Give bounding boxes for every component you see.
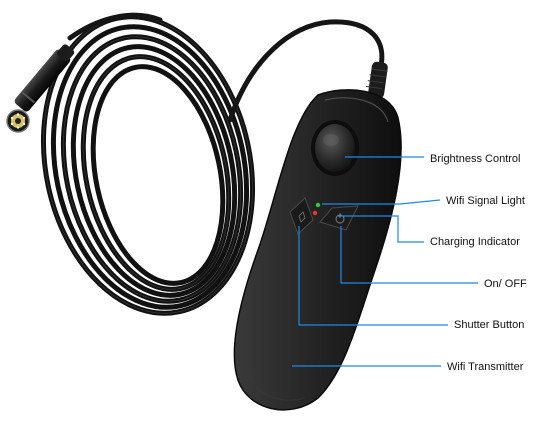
callout-shutter	[298, 226, 448, 326]
label-on-off: On/ OFF	[484, 278, 527, 290]
charging-led	[312, 210, 318, 216]
camera-lens	[6, 109, 30, 133]
camera-cable	[67, 12, 163, 41]
callout-charging	[338, 215, 424, 243]
callout-lines	[292, 156, 478, 367]
wifi-signal-led	[315, 202, 321, 208]
controller-cable	[227, 19, 385, 123]
callout-onoff	[340, 226, 478, 284]
shutter-button	[289, 197, 314, 235]
brightness-knob	[311, 120, 359, 176]
label-wifi-transmitter: Wifi Transmitter	[447, 361, 524, 373]
label-charging-indicator: Charging Indicator	[430, 236, 520, 248]
label-brightness-control: Brightness Control	[430, 153, 521, 165]
label-shutter-button: Shutter Button	[454, 319, 525, 331]
power-button	[319, 205, 359, 231]
callout-wifi-light	[322, 199, 441, 205]
shutter-icon	[298, 211, 306, 223]
label-wifi-signal-light: Wifi Signal Light	[446, 195, 525, 207]
controller-body	[233, 89, 402, 411]
camera-probe	[14, 44, 75, 112]
strain-relief	[365, 61, 388, 99]
